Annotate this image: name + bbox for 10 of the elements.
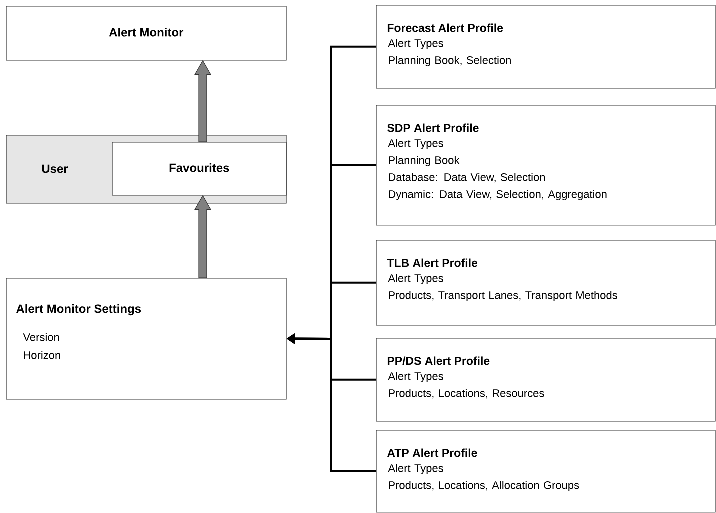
block-arrow <box>194 60 212 142</box>
settings-box: Alert Monitor Settings Version Horizon <box>6 278 287 400</box>
profile-box: ATP Alert Profile Alert Types Products, Locations, Allocation Groups <box>376 430 716 513</box>
profile-box: PP/DS Alert Profile Alert Types Products, Locations, Resources <box>376 338 716 422</box>
profile-box: SDP Alert Profile Alert Types Planning Book Database: Data View, Selection Dynamic: Data View, Selection, Aggregation <box>376 105 716 226</box>
process-box: Alert Monitor <box>6 6 287 61</box>
profile-box: Forecast Alert Profile Alert Types Planning Book, Selection <box>376 5 716 89</box>
block-arrow <box>194 195 212 278</box>
process-box: Favourites <box>112 142 287 196</box>
profile-box: TLB Alert Profile Alert Types Products, Transport Lanes, Transport Methods <box>376 240 716 326</box>
